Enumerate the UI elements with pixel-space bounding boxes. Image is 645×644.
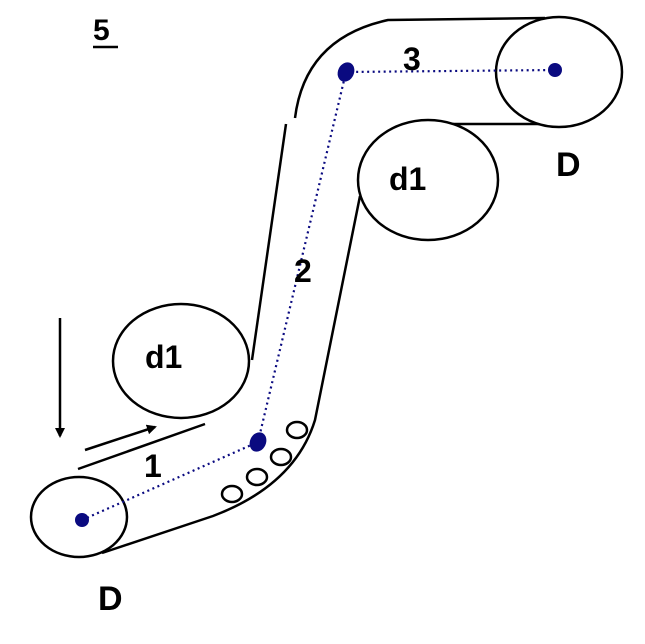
belt-upper-edge-rise xyxy=(250,123,288,361)
arrow-up-right-icon xyxy=(84,424,157,452)
idler-roller-right xyxy=(356,118,500,242)
path-node-2 xyxy=(337,62,355,82)
roller-left-label: d1 xyxy=(145,339,182,375)
material-particle xyxy=(269,447,293,467)
belt-lower-edge xyxy=(101,195,362,555)
material-particle xyxy=(220,484,244,504)
path-node-1 xyxy=(249,432,267,452)
belt-upper-edge xyxy=(77,422,206,471)
material-path xyxy=(81,68,556,522)
path-node-end xyxy=(548,63,562,77)
pulley-bottom-label: D xyxy=(98,580,123,618)
roller-right-label: d1 xyxy=(389,161,426,197)
material-particle xyxy=(245,467,269,487)
material-particle xyxy=(285,420,309,440)
belt-upper-edge-curve xyxy=(293,16,546,119)
figure-number: 5 xyxy=(93,14,110,47)
path-node-start xyxy=(75,513,89,527)
segment-2-label: 2 xyxy=(294,253,312,289)
pulley-top-label: D xyxy=(556,146,581,184)
segment-3-label: 3 xyxy=(403,41,421,77)
segment-1-label: 1 xyxy=(144,448,162,484)
idler-roller-left xyxy=(111,302,251,420)
